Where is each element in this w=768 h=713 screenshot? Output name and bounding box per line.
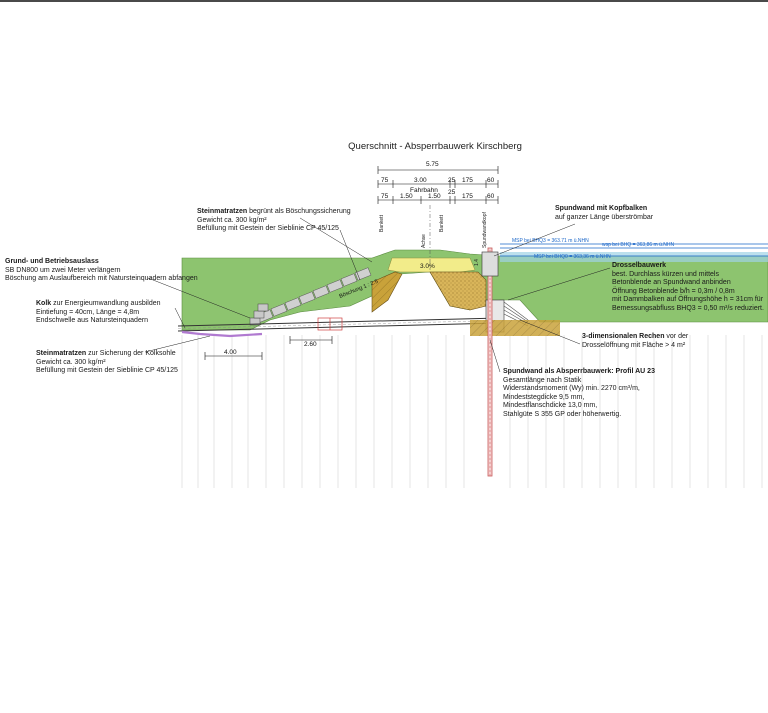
dim-r2-75: 75 [381,193,389,200]
road-body [387,257,476,273]
annotation-line: Befüllung mit Gestein der Sieblinie CP 4… [36,367,178,375]
annotation-line: SB DN800 um zwei Meter verlängern [5,266,121,274]
annotation-line: Gewicht ca. 300 kg/m² [197,216,267,224]
dim-r1-60: 60 [487,177,495,184]
grid-lines [181,335,763,488]
height-1-4-label: 1.4 [474,259,480,266]
annotation-heading: Steinmatratzen [36,350,87,357]
outlet-stones [249,303,269,326]
annotation-heading: Grund- und Betriebsauslass [5,258,99,265]
dim-r2-175: 175 [462,193,473,200]
drawing-title: Querschnitt - Absperrbauwerk Kirschberg [348,141,522,152]
annotation-line: Widerstandsmoment (Wy) min. 2270 cm³/m, [503,385,640,393]
annotation-line: Mindestflanschdicke 13,0 mm, [503,402,598,410]
dim-400: 4.00 [224,349,237,356]
dim-r1-75: 75 [381,177,389,184]
annotation-heading: 3-dimensionalen Rechen [582,333,665,340]
water-level-bhq3: MSP bei BHQ3 = 363.71 m ü.NHN [512,238,589,244]
water-levels [500,243,768,257]
water-level-bhq: wsp bei BHQ = 363,86 m ü.NHN [602,242,675,248]
dam-core-left [371,271,403,313]
annotation-line: Gesamtlänge nach Statik [503,376,582,384]
sheet-pile-head-label: Spundwandkopf [482,212,488,248]
axis-label: Achse [421,234,427,248]
dim-r2-25: 25 [448,189,456,196]
annotation-kolk: Kolk zur Energieumwandlung ausbilden Ein… [36,300,161,326]
annotation-line: Drosselöffnung mit Fläche > 4 m² [582,341,686,349]
top-border-line [0,0,768,2]
annotation-line: Stahlgüte S 355 GP oder höherwertig. [503,410,622,418]
bankett-left-label: Bankett [379,214,385,232]
annotation-heading: Kolk [36,300,52,307]
annotation-stone-mattress-bottom: Steinmatratzen zur Sicherung der Kolksoh… [36,350,178,376]
dim-total: 5.75 [426,161,439,168]
annotation-heading: Drosselbauwerk [612,262,667,269]
scour-basin [181,330,263,338]
dam-core-right [429,271,487,311]
bankett-right-label: Bankett [439,214,445,232]
annotation-rake: 3-dimensionalen Rechen vor der Drosselöf… [582,333,688,350]
dim-r2-150b: 1.50 [428,193,441,200]
annotation-outlet: Grund- und Betriebsauslass SB DN800 um z… [5,258,198,284]
annotation-heading-rest: zur Sicherung der Kolksohle [86,350,176,357]
dim-fahrbahn: Fahrbahn [410,187,438,194]
foundation-hatch [470,320,560,336]
annotation-line: Gewicht ca. 300 kg/m² [36,358,106,366]
dim-r1-175: 175 [462,177,473,184]
annotation-heading-rest: begrünt als Böschungssicherung [247,208,351,215]
leader-lines [144,217,611,373]
annotation-line: mit Dammbalken auf Öffnungshöhe h = 31cm… [612,296,764,304]
red-markers [317,317,343,331]
annotation-line: Betonblende an Spundwand anbinden [612,279,731,287]
annotation-stone-mattress-slope: Steinmatratzen begrünt als Böschungssich… [197,208,351,234]
annotation-line: Eintiefung = 40cm, Länge = 4,8m [36,308,140,316]
annotation-heading: Spundwand mit Kopfbalken [555,205,648,212]
annotation-line: auf ganzer Länge überströmbar [555,213,654,221]
annotation-throttle: Drosselbauwerk best. Durchlass kürzen un… [612,262,764,314]
annotation-line: Endschwelle aus Natursteinquadern [36,317,149,325]
annotation-heading: Spundwand als Absperrbauwerk: Profil AU … [503,368,655,375]
water-body [500,252,768,262]
annotation-heading: Steinmatratzen [197,208,248,215]
dim-r1-25: 25 [448,177,456,184]
annotation-line: Bemessungsabfluss BHQ3 = 0,50 m³/s reduz… [612,304,764,312]
annotation-line: Befüllung mit Gestein der Sieblinie CP 4… [197,225,339,233]
annotation-sheet-pile-cap: Spundwand mit Kopfbalken auf ganzer Läng… [555,205,653,222]
dim-r2-150a: 1.50 [400,193,413,200]
dimension-chain [204,166,499,360]
culvert-pipe [177,317,501,332]
annotation-line: Böschung am Auslaufbereich mit Naturstei… [5,275,198,283]
pile-cap [481,251,499,277]
annotation-line: Öffnung Betonblende b/h = 0,3m / 0,8m [612,287,735,295]
dim-260: 2.60 [304,341,317,348]
road-slope-label: 3.0% [420,263,435,270]
annotation-line: best. Durchlass kürzen und mittels [612,270,719,278]
annotation-heading-rest: zur Energieumwandlung ausbilden [51,300,161,307]
annotation-line: Mindeststegdicke 9,5 mm, [503,393,585,401]
dim-r2-60: 60 [487,193,495,200]
dim-r1-300: 3.00 [414,177,427,184]
annotation-heading-rest: vor der [664,333,689,340]
annotation-sheet-pile-barrier: Spundwand als Absperrbauwerk: Profil AU … [503,368,655,420]
water-level-bhq0: MSP bei BHQ0 = 363,36 m ü.NHN [534,254,611,260]
